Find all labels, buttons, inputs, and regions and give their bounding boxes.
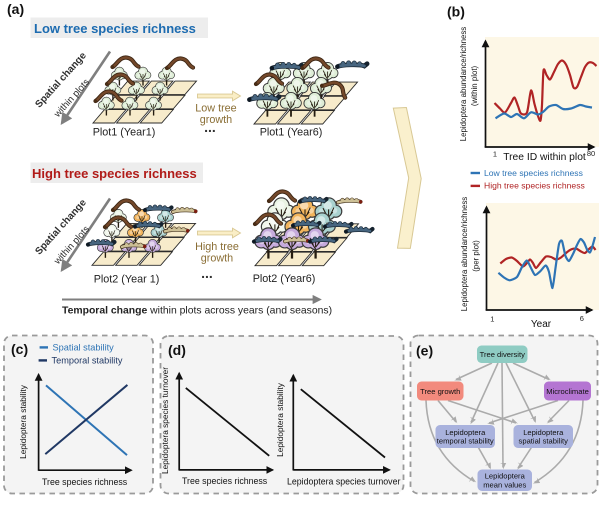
svg-text:Lepidoptera: Lepidoptera [445, 428, 486, 437]
svg-text:Tree diversity: Tree diversity [480, 350, 525, 359]
svg-text:Plot1 (Year1): Plot1 (Year1) [93, 127, 156, 139]
svg-text:High tree species richness: High tree species richness [32, 166, 197, 181]
svg-text:growth: growth [201, 253, 233, 265]
svg-text:mean values: mean values [483, 480, 526, 489]
svg-text:Lepidoptera species turnover: Lepidoptera species turnover [160, 367, 170, 474]
svg-text:Low tree species richness: Low tree species richness [34, 21, 196, 36]
svg-text:spatial stability: spatial stability [519, 437, 569, 446]
svg-text:temporal stability: temporal stability [437, 437, 494, 446]
svg-text:...: ... [204, 119, 216, 135]
svg-text:Temporal stability: Temporal stability [52, 356, 123, 366]
svg-text:Tree ID within plot: Tree ID within plot [503, 152, 586, 163]
svg-text:Plot2 (Year 1): Plot2 (Year 1) [94, 274, 160, 286]
svg-text:1: 1 [493, 150, 497, 159]
svg-text:High tree species richness: High tree species richness [484, 181, 585, 191]
svg-text:6: 6 [580, 314, 584, 323]
svg-text:1: 1 [490, 315, 494, 324]
svg-text:growth: growth [200, 114, 232, 126]
svg-text:(d): (d) [168, 342, 186, 358]
svg-text:(per plot): (per plot) [472, 240, 481, 272]
svg-text:Low tree: Low tree [195, 103, 236, 115]
svg-text:(b): (b) [447, 4, 465, 20]
svg-text:Lepidoptera abundance/richness: Lepidoptera abundance/richness [459, 27, 468, 142]
svg-text:Lepidoptera: Lepidoptera [523, 428, 564, 437]
svg-text:Lepidoptera abundance/richness: Lepidoptera abundance/richness [460, 197, 469, 312]
svg-text:(e): (e) [416, 343, 433, 359]
svg-text:Lepidoptera species turnover: Lepidoptera species turnover [287, 477, 401, 487]
svg-text:(c): (c) [11, 341, 28, 357]
svg-text:(a): (a) [7, 1, 24, 17]
svg-text:Lepidoptera: Lepidoptera [485, 472, 526, 481]
svg-text:Plot2 (Year6): Plot2 (Year6) [253, 273, 316, 285]
svg-text:80: 80 [587, 149, 595, 158]
svg-text:Tree growth: Tree growth [420, 387, 460, 396]
svg-text:(within plot): (within plot) [470, 65, 479, 106]
svg-text:Tree species richness: Tree species richness [182, 476, 268, 486]
svg-text:Tree species richness: Tree species richness [42, 477, 128, 487]
svg-text:Lepidoptera stability: Lepidoptera stability [275, 382, 285, 457]
svg-text:Temporal change within plots a: Temporal change within plots across year… [62, 306, 332, 317]
svg-text:Low tree species richness: Low tree species richness [484, 168, 583, 178]
svg-text:...: ... [201, 265, 213, 281]
svg-text:High tree: High tree [195, 241, 239, 253]
svg-text:Plot1 (Year6): Plot1 (Year6) [260, 127, 323, 139]
svg-text:Year: Year [531, 319, 552, 330]
svg-text:Microclimate: Microclimate [546, 387, 589, 396]
svg-text:Spatial stability: Spatial stability [53, 343, 115, 353]
svg-text:Lepidoptera stability: Lepidoptera stability [18, 384, 28, 459]
